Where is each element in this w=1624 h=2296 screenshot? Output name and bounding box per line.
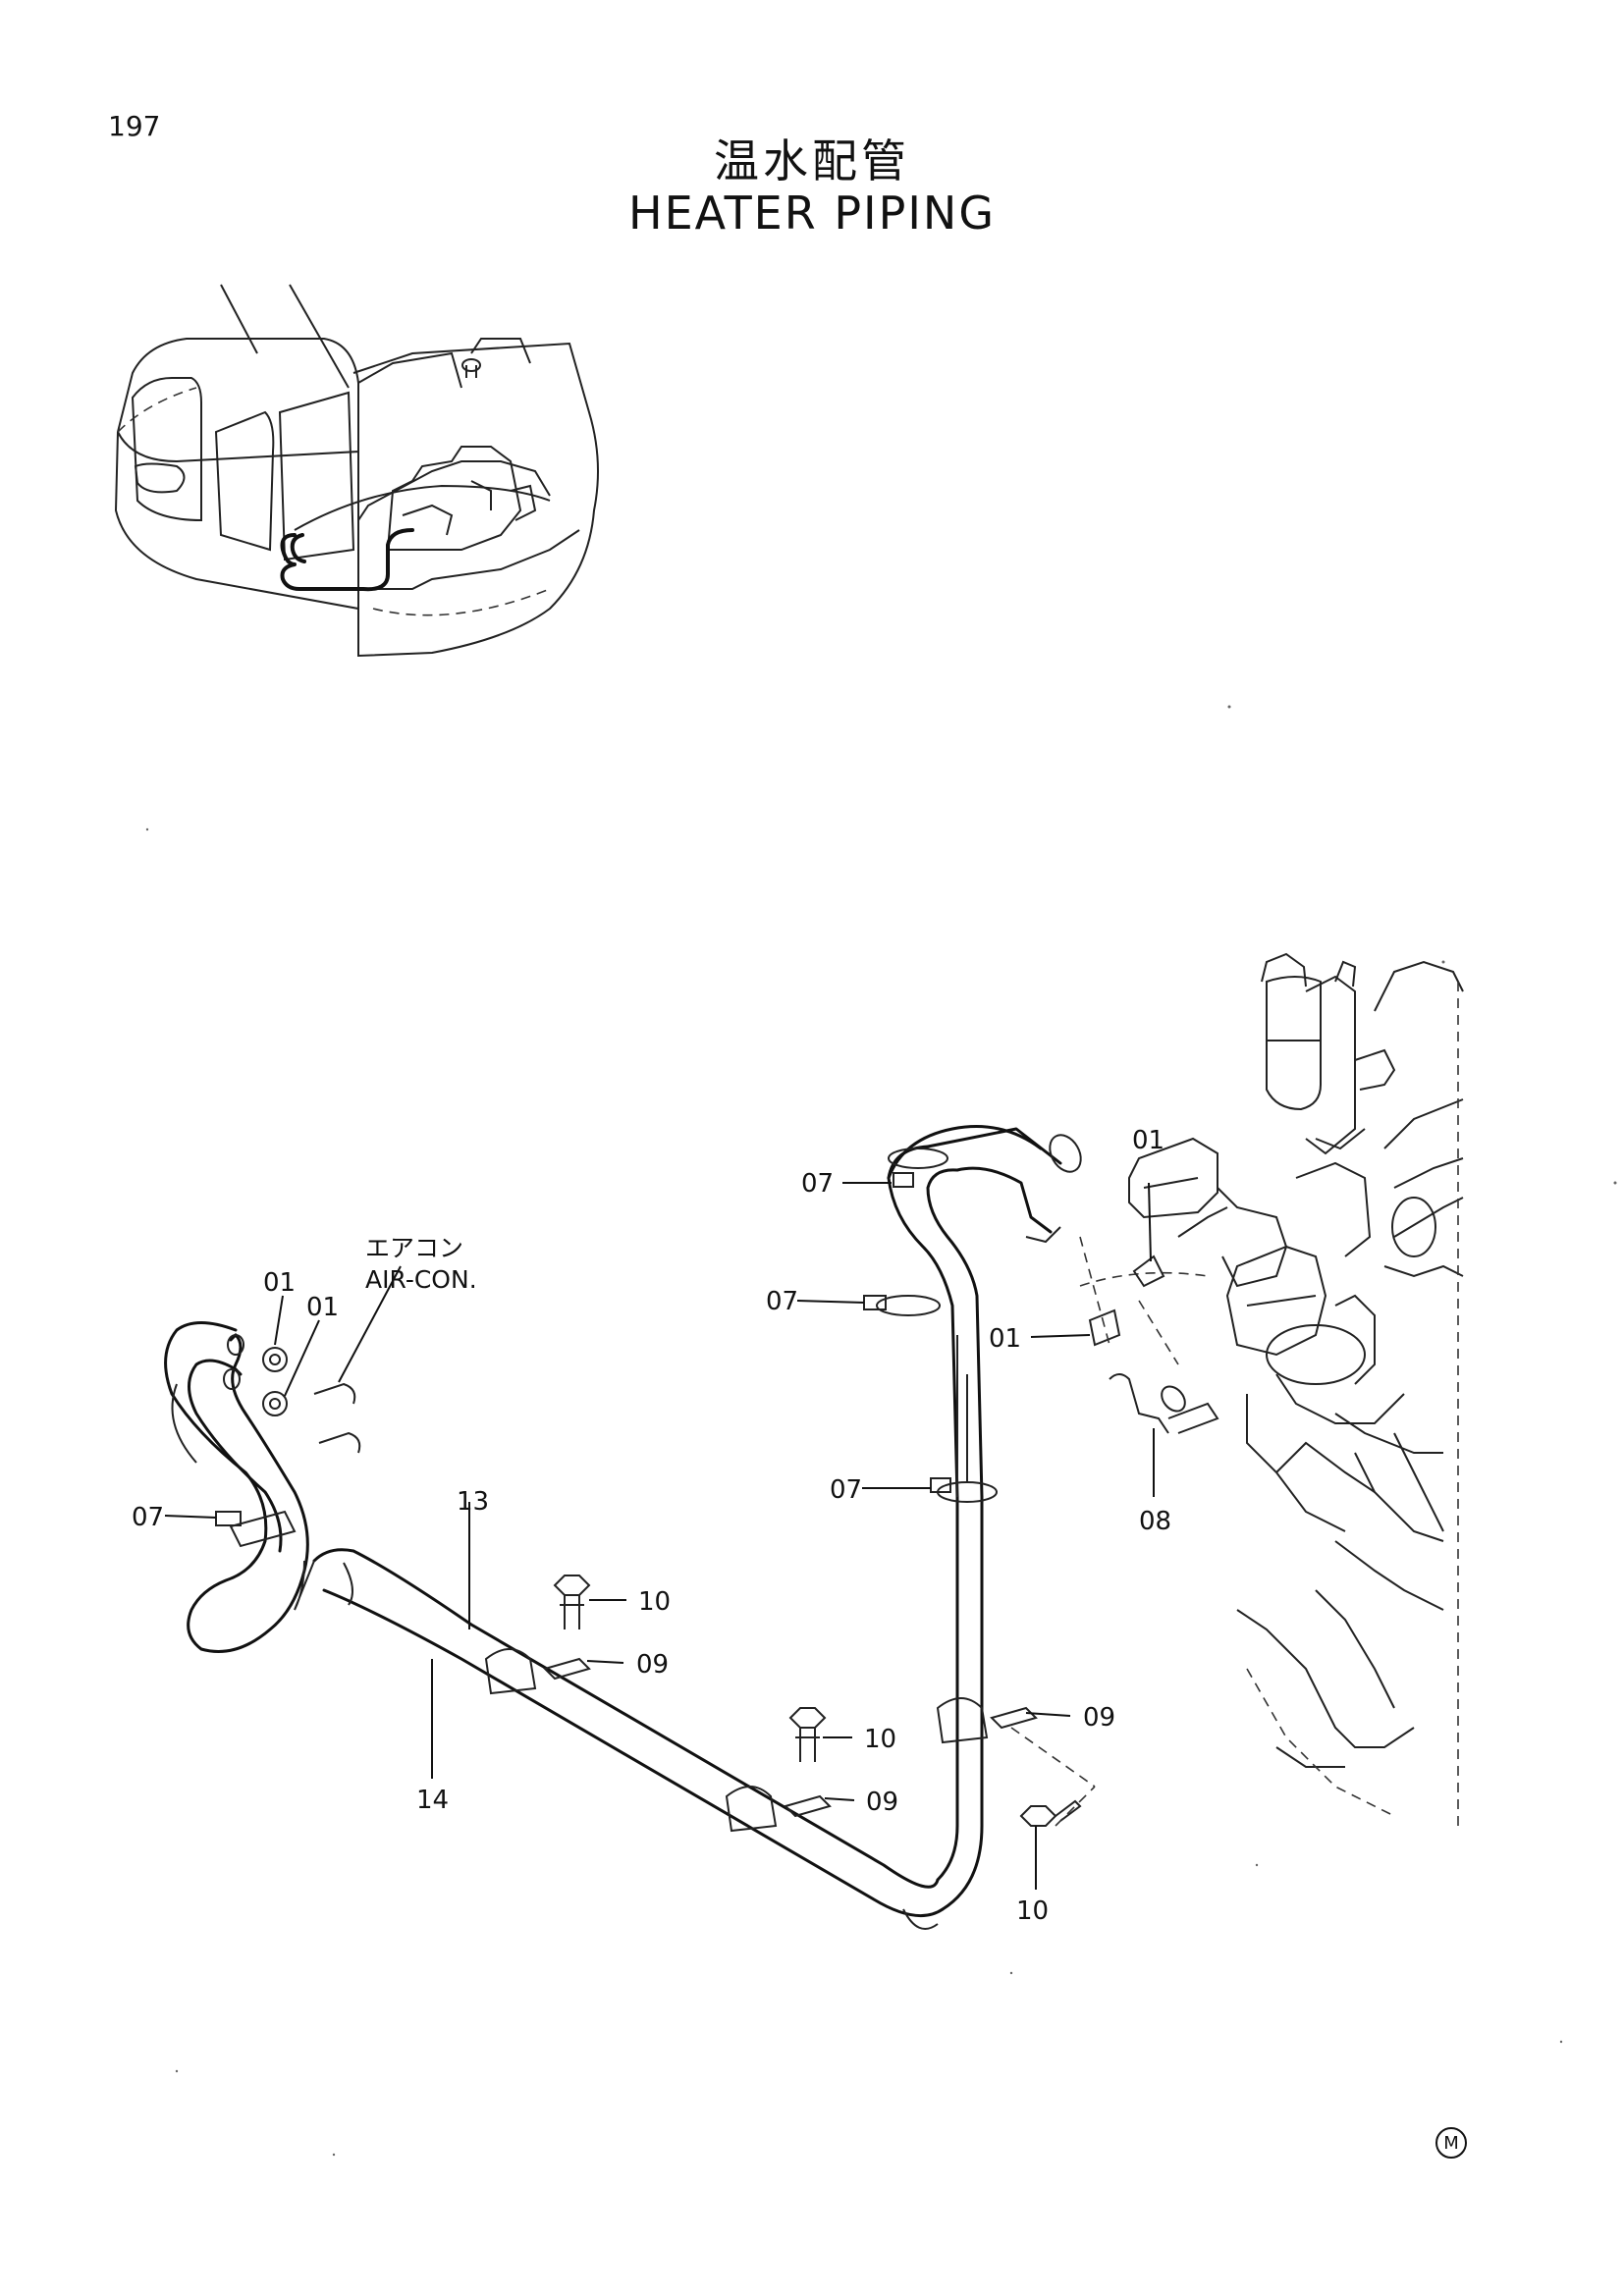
page-title-japanese: 温水配管 — [714, 134, 910, 187]
note-aircon-english: AIR-CON. — [365, 1265, 477, 1294]
callout-14: 14 — [416, 1786, 449, 1815]
leader-lines — [164, 1182, 1155, 1890]
callout-09-a: 09 — [636, 1650, 669, 1680]
note-aircon-japanese: エアコン — [365, 1234, 463, 1262]
callout-09-b: 09 — [866, 1788, 898, 1817]
callout-08: 08 — [1139, 1507, 1171, 1536]
callout-07-left: 07 — [132, 1503, 164, 1532]
engine-assembly — [1079, 952, 1464, 1826]
callout-10-c: 10 — [1016, 1896, 1049, 1926]
callout-01-engine-mid: 01 — [989, 1324, 1021, 1354]
excavator-overview — [114, 284, 599, 658]
callout-07-top: 07 — [801, 1169, 834, 1199]
clamps-and-bolts — [215, 1148, 1219, 1833]
callout-13: 13 — [457, 1487, 489, 1517]
callout-07-mid: 07 — [766, 1287, 798, 1316]
scan-specks — [145, 705, 1617, 2157]
pipe-13-14 — [312, 1125, 1082, 1930]
page-number: 197 — [108, 110, 161, 142]
callout-10-a: 10 — [638, 1587, 671, 1617]
circled-m-mark: M — [1435, 2127, 1467, 2159]
page-title-english: HEATER PIPING — [628, 187, 996, 240]
callout-07-lower: 07 — [830, 1475, 862, 1505]
callout-01-engine-top: 01 — [1132, 1126, 1164, 1155]
heater-hose-left — [164, 1321, 361, 1653]
callout-01-left-a: 01 — [263, 1268, 296, 1298]
circled-m-letter: M — [1443, 2133, 1459, 2154]
callout-10-b: 10 — [864, 1725, 896, 1754]
callout-01-left-b: 01 — [306, 1293, 339, 1322]
callout-09-c: 09 — [1083, 1703, 1115, 1733]
